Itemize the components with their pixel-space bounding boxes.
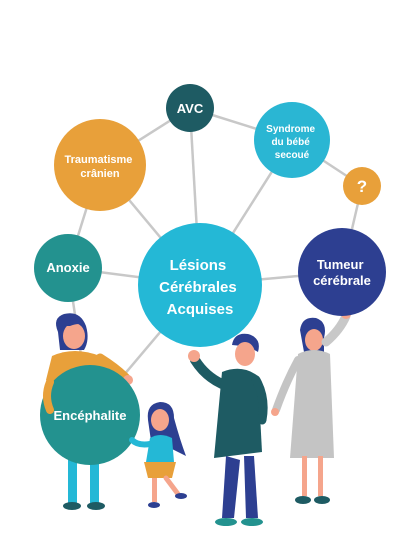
node-avc: AVC bbox=[166, 84, 214, 132]
question-mark-icon: ? bbox=[357, 177, 367, 196]
node-syndrome-label: Syndrome du bébé secoué bbox=[266, 124, 318, 161]
node-tumeur: Tumeur cérébrale bbox=[298, 228, 386, 316]
node-syndrome: Syndrome du bébé secoué bbox=[254, 102, 330, 178]
node-encephalite-label: Encéphalite bbox=[54, 408, 127, 423]
girl-blue-dress-illustration bbox=[129, 402, 187, 508]
node-tumeur-label: Tumeur cérébrale bbox=[313, 257, 371, 288]
node-traumatisme-label: Traumatisme crânien bbox=[65, 154, 136, 180]
node-anoxie-label: Anoxie bbox=[46, 260, 89, 275]
node-question: ? bbox=[343, 167, 381, 205]
node-center: Lésions Cérébrales Acquises bbox=[138, 223, 262, 347]
node-anoxie: Anoxie bbox=[34, 234, 102, 302]
man-dark-coat-illustration bbox=[188, 333, 268, 526]
node-encephalite: Encéphalite bbox=[40, 365, 140, 465]
woman-yellow-hands bbox=[43, 378, 54, 414]
node-avc-label: AVC bbox=[177, 101, 204, 116]
node-traumatisme: Traumatisme crânien bbox=[54, 119, 146, 211]
node-center-label: Lésions Cérébrales Acquises bbox=[159, 257, 241, 318]
woman-grey-dress-illustration bbox=[271, 309, 351, 504]
